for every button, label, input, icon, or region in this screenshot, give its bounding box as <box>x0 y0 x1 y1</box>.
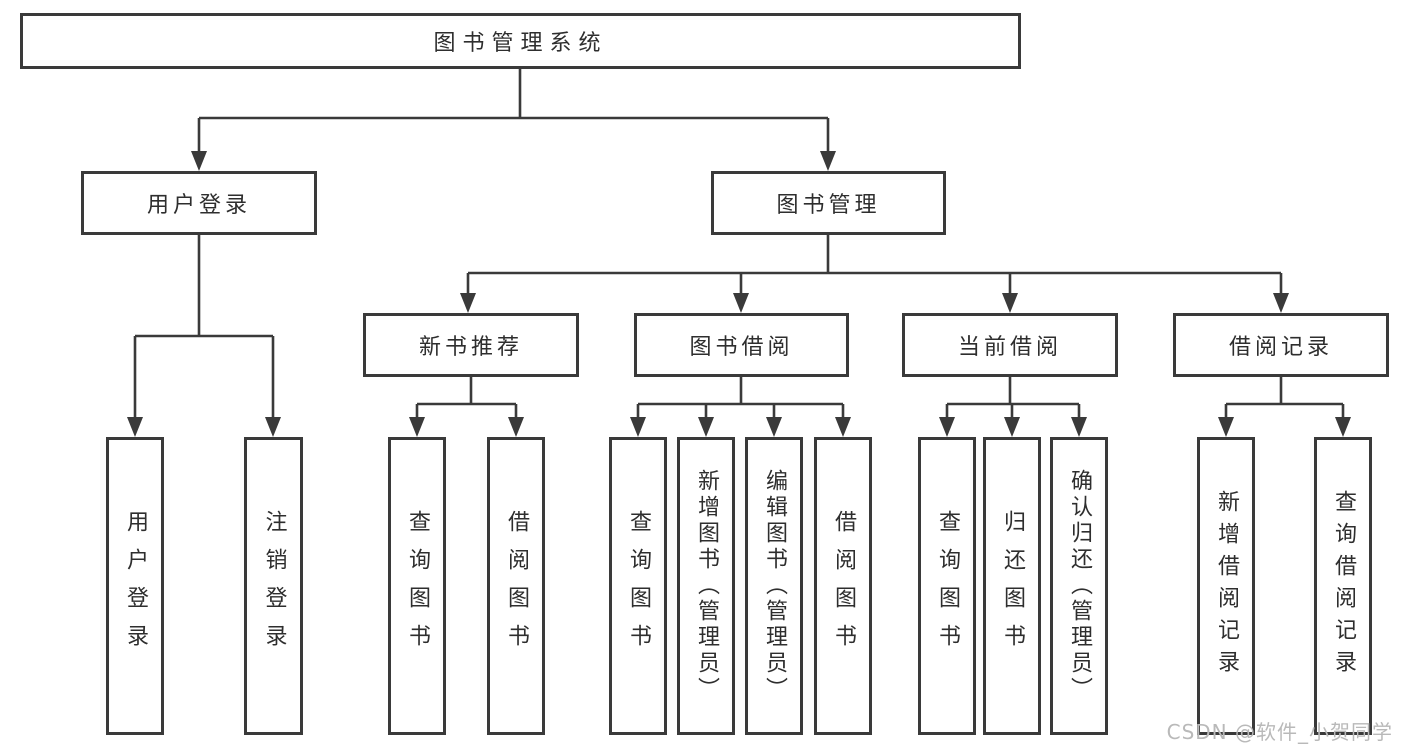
leaf-query-books-3: 查询图书 <box>918 437 976 735</box>
leaf-query-books-2: 查询图书 <box>609 437 667 735</box>
node-label: 查询图书 <box>405 510 430 662</box>
node-label: 用户登录 <box>123 510 148 662</box>
node-label: 新书推荐 <box>418 335 523 360</box>
leaf-user-login: 用户登录 <box>106 437 164 735</box>
node-label: 确认归还（管理员） <box>1067 469 1092 703</box>
node-label: 编辑图书（管理员） <box>762 469 787 703</box>
leaf-edit-books-admin: 编辑图书（管理员） <box>745 437 803 735</box>
leaf-return-books: 归还图书 <box>983 437 1041 735</box>
node-label: 图书借阅 <box>689 335 794 360</box>
leaf-query-books-1: 查询图书 <box>388 437 446 735</box>
node-current-borrowing: 当前借阅 <box>902 313 1118 377</box>
leaf-confirm-return-admin: 确认归还（管理员） <box>1050 437 1108 735</box>
node-library-management-system: 图书管理系统 <box>20 13 1021 69</box>
node-label: 查询图书 <box>626 510 651 662</box>
leaf-logout: 注销登录 <box>244 437 303 735</box>
node-label: 查询借阅记录 <box>1331 490 1356 682</box>
csdn-watermark: CSDN @软件_小贺同学 <box>1166 720 1393 744</box>
node-label: 借阅图书 <box>504 510 529 662</box>
node-label: 图书管理 <box>776 193 881 218</box>
node-label: 借阅图书 <box>831 510 856 662</box>
node-label: 新增借阅记录 <box>1214 490 1239 682</box>
node-new-book-recommend: 新书推荐 <box>363 313 579 377</box>
leaf-query-borrow-record: 查询借阅记录 <box>1314 437 1372 735</box>
node-label: 归还图书 <box>1000 510 1025 662</box>
node-label: 图书管理系统 <box>433 31 608 56</box>
node-label: 查询图书 <box>935 510 960 662</box>
node-label: 用户登录 <box>146 193 251 218</box>
leaf-add-borrow-record: 新增借阅记录 <box>1197 437 1255 735</box>
node-label: 当前借阅 <box>957 335 1062 360</box>
leaf-borrow-books-2: 借阅图书 <box>814 437 872 735</box>
node-label: 新增图书（管理员） <box>694 469 719 703</box>
node-label: 借阅记录 <box>1228 335 1333 360</box>
node-label: 注销登录 <box>261 510 287 662</box>
node-user-login: 用户登录 <box>81 171 317 235</box>
arrowhead-icons <box>127 151 1351 437</box>
node-book-management: 图书管理 <box>711 171 946 235</box>
connector-lines <box>133 69 1345 419</box>
node-borrowing-records: 借阅记录 <box>1173 313 1389 377</box>
leaf-add-books-admin: 新增图书（管理员） <box>677 437 735 735</box>
leaf-borrow-books-1: 借阅图书 <box>487 437 545 735</box>
node-book-borrowing: 图书借阅 <box>634 313 849 377</box>
